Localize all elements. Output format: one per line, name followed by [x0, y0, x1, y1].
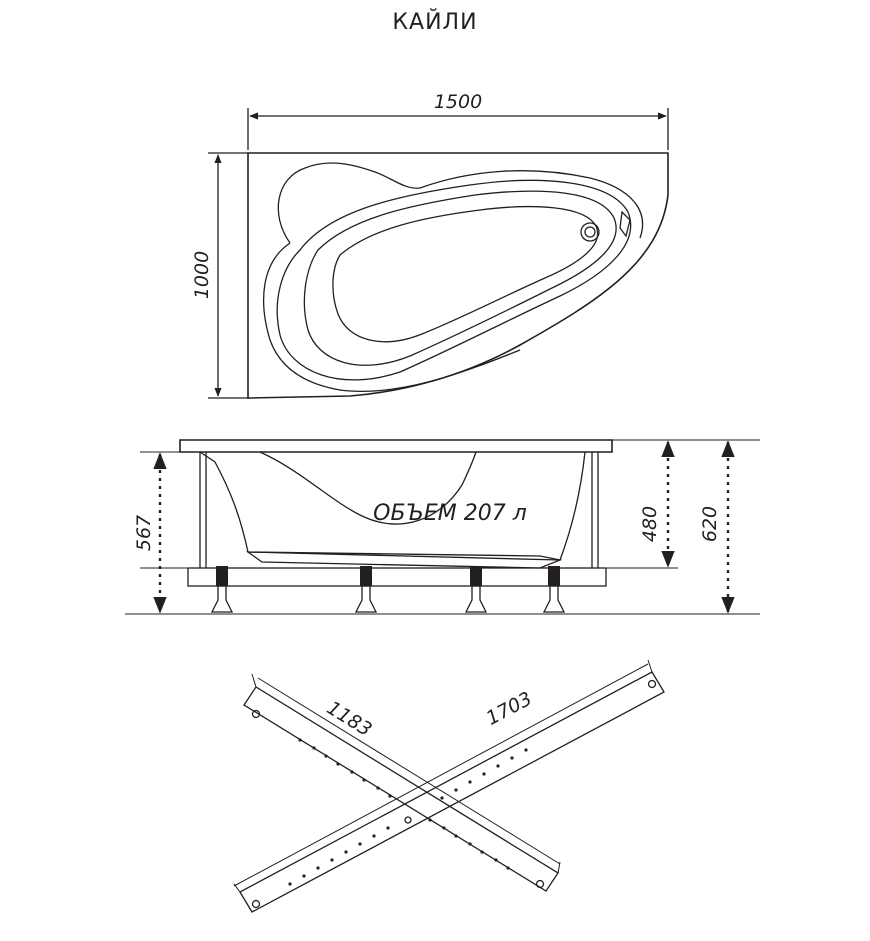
headrest-outline: [277, 162, 644, 244]
tub-body-profile: [199, 451, 586, 561]
adjustable-feet: [210, 566, 566, 613]
volume-label: ОБЪЕМ 207 л: [373, 501, 527, 526]
tub-bottom-outline: [332, 205, 599, 343]
long-bar-label: 1703: [483, 688, 536, 730]
short-frame-bar: [243, 673, 561, 892]
drain-icon: [580, 222, 600, 242]
product-title: КАЙЛИ: [392, 10, 478, 35]
tub-inner-profile: [259, 451, 477, 525]
tub-inner-outline-1: [276, 179, 632, 381]
top-view: [208, 108, 669, 399]
frame-base: [187, 567, 607, 587]
overflow-icon: [619, 210, 631, 238]
width-label: 1500: [434, 91, 482, 113]
tub-rim-profile: [179, 439, 613, 453]
tub-back-curve: [262, 242, 521, 393]
frame-bars: [233, 659, 665, 913]
frame-height-label: 567: [133, 515, 155, 551]
long-frame-bar: [233, 659, 665, 913]
tub-inner-outline-2: [303, 190, 617, 366]
tub-depth-label: 480: [639, 506, 661, 542]
total-height-label: 620: [699, 506, 721, 542]
bar-holes: [288, 738, 528, 886]
tub-outer-rim: [247, 152, 669, 399]
depth-label: 1000: [191, 251, 213, 299]
side-view: [125, 439, 760, 615]
